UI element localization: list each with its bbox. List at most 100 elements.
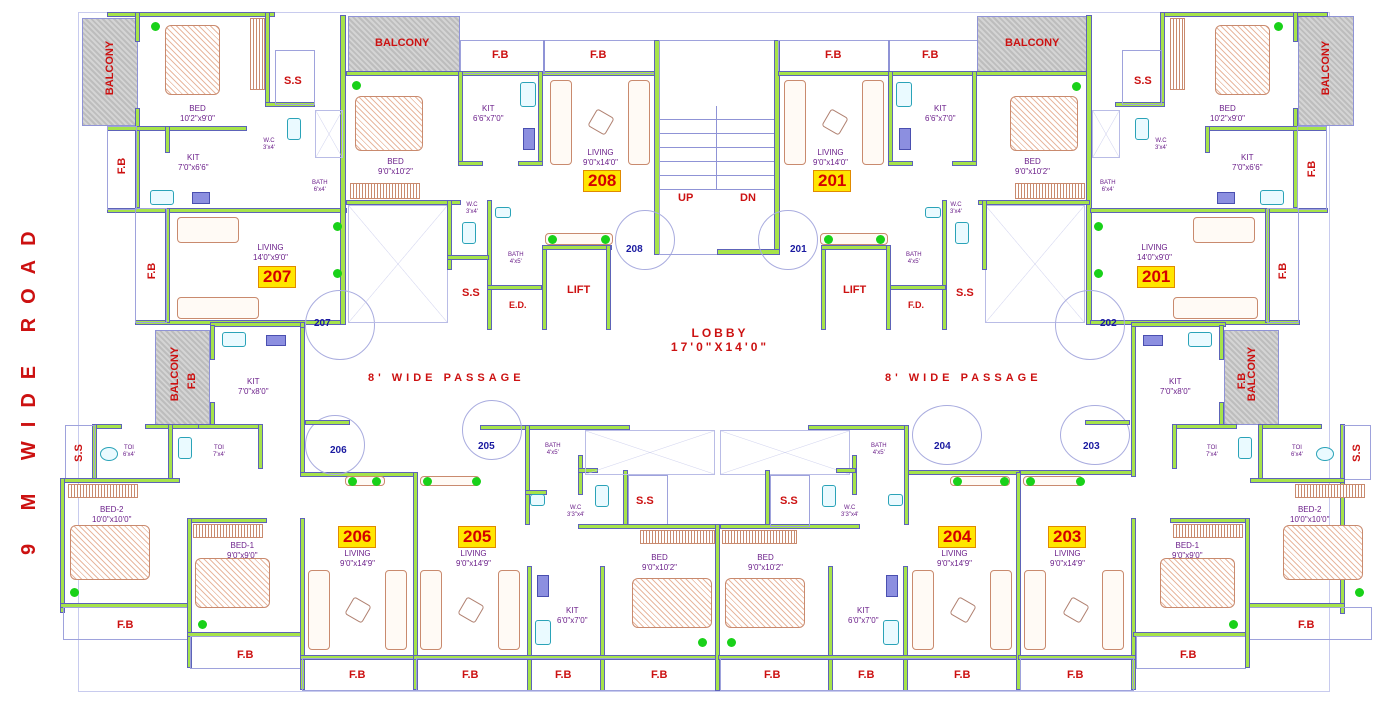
sofa-icon xyxy=(1173,297,1258,319)
ss-label: S.S xyxy=(1351,444,1363,462)
bed-icon xyxy=(1010,96,1078,151)
sofa-icon xyxy=(1193,217,1255,243)
door-number-205[interactable]: 205 xyxy=(478,441,495,452)
balcony-207 xyxy=(82,18,138,126)
lamp-icon xyxy=(70,588,79,597)
unit-badge-207: 207 xyxy=(258,266,297,288)
wall xyxy=(135,12,140,42)
sofa-icon xyxy=(784,80,806,165)
balcony-203 xyxy=(1224,330,1279,425)
wall xyxy=(715,524,720,691)
ss-box xyxy=(770,475,810,527)
lamp-icon xyxy=(1274,22,1283,31)
fb-label: F.B xyxy=(651,669,668,681)
fb-label: F.B xyxy=(1306,160,1318,178)
sofa-icon xyxy=(990,570,1012,650)
lamp-icon xyxy=(953,477,962,486)
door-number-204[interactable]: 204 xyxy=(934,441,951,452)
wall xyxy=(1293,12,1298,42)
fb-label: F.B xyxy=(117,619,134,631)
wardrobe-icon xyxy=(640,530,715,544)
wall xyxy=(447,255,489,260)
wall xyxy=(187,518,192,668)
wall xyxy=(1131,322,1136,477)
lift-label: LIFT xyxy=(567,284,591,296)
ss-label: S.S xyxy=(284,75,302,87)
balcony-201b xyxy=(1298,16,1354,126)
wall xyxy=(578,455,583,495)
lamp-icon xyxy=(333,222,342,231)
duct xyxy=(1092,110,1120,158)
fb-box xyxy=(1267,208,1299,323)
wall xyxy=(265,12,270,107)
unit-badge-208: 208 xyxy=(583,170,622,192)
fb-label: F.B xyxy=(146,262,158,280)
wall xyxy=(606,245,611,330)
bed-icon xyxy=(1160,558,1235,608)
lamp-icon xyxy=(472,477,481,486)
sofa-icon xyxy=(1102,570,1124,650)
hob-icon xyxy=(192,192,210,204)
wardrobe-icon xyxy=(350,183,420,199)
lamp-icon xyxy=(1229,620,1238,629)
door-number-202[interactable]: 202 xyxy=(1100,318,1117,329)
door-number-201[interactable]: 201 xyxy=(790,244,807,255)
lamp-icon xyxy=(348,477,357,486)
bed-icon xyxy=(355,96,423,151)
wardrobe-icon xyxy=(1295,484,1365,498)
lamp-icon xyxy=(876,235,885,244)
unit-badge-203: 203 xyxy=(1048,526,1087,548)
fb-label: F.B xyxy=(1298,619,1315,631)
wall xyxy=(821,245,826,330)
lamp-icon xyxy=(1094,222,1103,231)
ss-box xyxy=(1122,50,1162,105)
door-number-207[interactable]: 207 xyxy=(314,318,331,329)
duct xyxy=(720,430,850,475)
wall xyxy=(525,425,530,525)
sofa-icon xyxy=(862,80,884,165)
console-icon xyxy=(950,476,1010,486)
ss-label: S.S xyxy=(73,444,85,462)
door-number-208[interactable]: 208 xyxy=(626,244,643,255)
lift-label: LIFT xyxy=(843,284,867,296)
wc-icon xyxy=(595,485,609,507)
door-number-203[interactable]: 203 xyxy=(1083,441,1100,452)
wardrobe-icon xyxy=(250,18,265,90)
wall xyxy=(808,425,908,430)
ss-box xyxy=(275,50,315,105)
wc-icon xyxy=(462,222,476,244)
fb-label: F.B xyxy=(922,49,939,61)
sofa-icon xyxy=(912,570,934,650)
wall xyxy=(578,524,718,529)
door-swing xyxy=(1055,290,1125,360)
wall xyxy=(187,518,267,523)
wall xyxy=(1085,420,1130,425)
sofa-icon xyxy=(550,80,572,165)
wall xyxy=(1172,424,1177,469)
door-swing xyxy=(305,290,375,360)
wall xyxy=(1219,325,1224,360)
duct xyxy=(348,205,448,323)
console-icon xyxy=(820,233,888,245)
hob-icon xyxy=(886,575,898,597)
wall xyxy=(107,12,275,17)
plan-outline-top xyxy=(78,12,1330,692)
door-number-206[interactable]: 206 xyxy=(330,445,347,456)
sink-icon xyxy=(222,332,246,347)
fb-label: F.B xyxy=(954,669,971,681)
